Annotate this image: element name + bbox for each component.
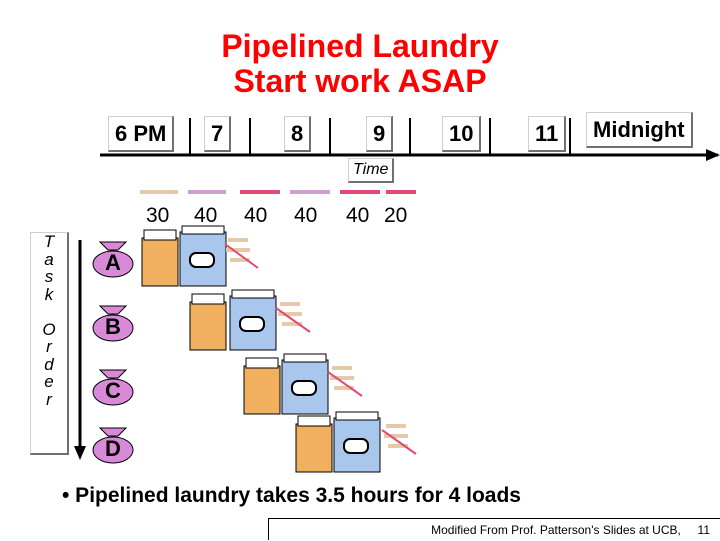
duration-label-3: 40 (244, 204, 268, 227)
slide-number: 11 (697, 523, 710, 537)
duration-label-1: 30 (146, 204, 170, 227)
task-row-d (295, 411, 417, 473)
dryer-icon (179, 225, 227, 287)
credit-text: Modified From Prof. Patterson's Slides a… (431, 523, 681, 537)
duration-label-5: 40 (346, 204, 370, 227)
task-row-c (243, 353, 363, 415)
laundry-bag-c: C (90, 366, 136, 406)
duration-bar-dry-2 (290, 190, 330, 194)
time-label-9: 9 (366, 116, 394, 152)
time-label-6pm: 6 PM (108, 116, 175, 152)
folding-icon (224, 238, 259, 269)
time-label-midnight: Midnight (586, 112, 693, 148)
page-subtitle: Start work ASAP (233, 63, 487, 99)
duration-label-2: 40 (194, 204, 218, 227)
time-label-8: 8 (284, 116, 312, 152)
bag-icon (92, 305, 134, 342)
summary-bullet: • Pipelined laundry takes 3.5 hours for … (62, 484, 521, 507)
laundry-bag-d: D (90, 424, 136, 464)
washer-icon (295, 415, 333, 473)
dryer-icon (229, 289, 277, 351)
time-label-7: 7 (204, 116, 232, 152)
bag-icon (92, 369, 134, 406)
laundry-bag-b: B (90, 302, 136, 342)
duration-bar-wash (140, 190, 178, 194)
time-axis-label: Time (348, 158, 395, 183)
folding-icon (381, 424, 417, 455)
washer-icon (189, 293, 227, 351)
duration-label-6: 20 (384, 204, 408, 227)
duration-bar-dry-1 (188, 190, 226, 194)
washer-icon (141, 229, 179, 287)
washer-icon (243, 357, 281, 415)
bag-icon (92, 427, 134, 464)
slide-footer: Modified From Prof. Patterson's Slides a… (268, 518, 720, 540)
bag-icon (92, 241, 134, 278)
folding-icon (275, 302, 311, 333)
folding-icon (327, 366, 363, 397)
laundry-bag-a: A (90, 238, 136, 278)
time-label-11: 11 (528, 116, 567, 152)
duration-bar-fold-2 (340, 190, 380, 194)
dryer-icon (281, 353, 329, 415)
page-title: Pipelined Laundry (221, 28, 499, 64)
timeline-ticks (189, 118, 571, 155)
timeline-arrowhead (706, 149, 720, 161)
duration-bar-fold-1 (240, 190, 280, 194)
task-row-a (141, 225, 259, 287)
task-row-b (189, 289, 311, 351)
dryer-icon (333, 411, 381, 473)
duration-label-4: 40 (294, 204, 318, 227)
duration-bar-fold-3 (386, 190, 416, 194)
time-label-10: 10 (442, 116, 482, 152)
